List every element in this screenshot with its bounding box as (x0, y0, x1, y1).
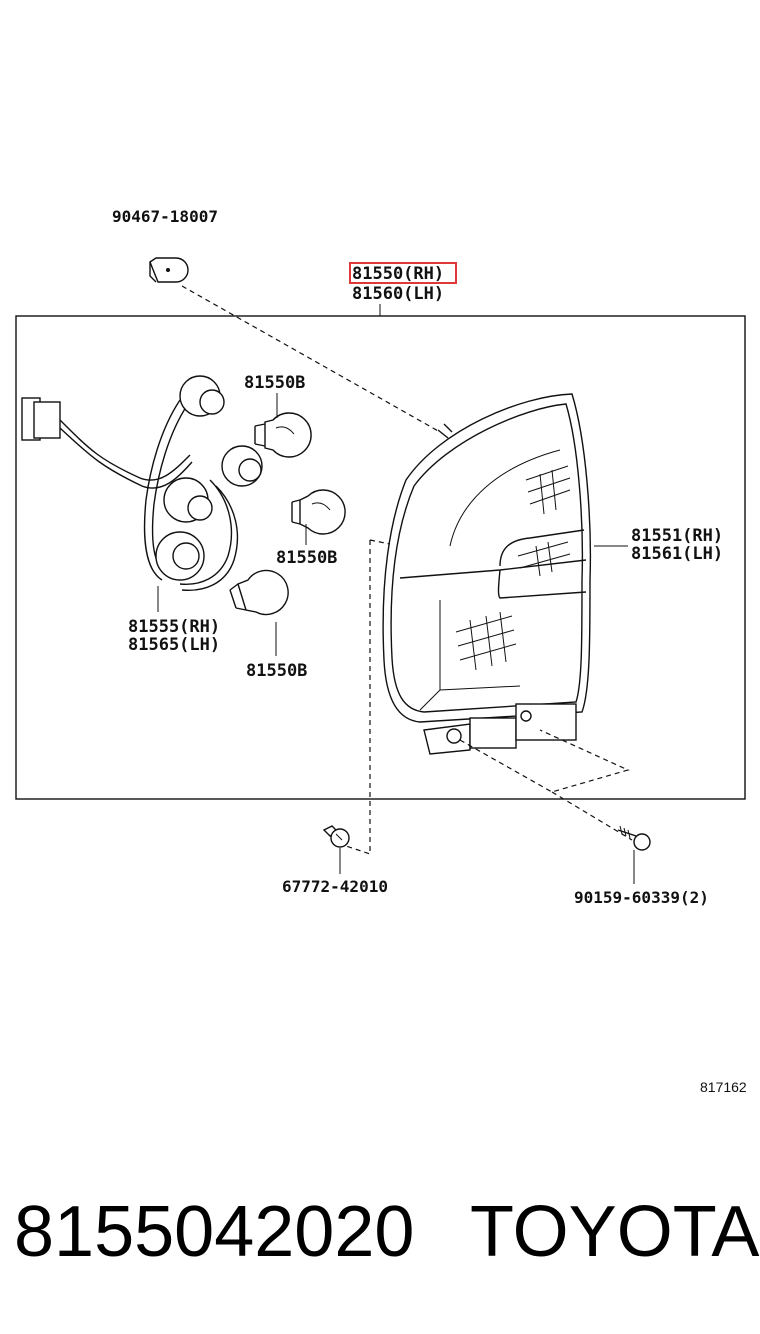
diagram-ref: 817162 (700, 1079, 747, 1095)
label-lens-lh: 81561(LH) (631, 544, 723, 564)
bulb-icon (291, 489, 346, 535)
label-screw: 90159-60339(2) (574, 888, 709, 907)
label-clip: 90467-18007 (112, 207, 218, 226)
screw-icon (617, 825, 651, 851)
clip-icon (149, 257, 189, 283)
label-socket-lh: 81565(LH) (128, 635, 220, 655)
footer-part-number: 8155042020 (14, 1192, 414, 1272)
label-assy-lh: 81560(LH) (352, 284, 444, 304)
label-assy-rh: 81550(RH) (352, 264, 444, 284)
footer-brand: TOYOTA (470, 1192, 759, 1272)
label-bulb-c: 81550B (246, 661, 307, 681)
highlight-box (349, 262, 457, 284)
lamp-housing (382, 393, 592, 755)
nut-dashed-leader (345, 539, 391, 855)
bulb-icon (229, 569, 289, 616)
label-socket-rh: 81555(RH) (128, 617, 220, 637)
bulb-icon (254, 412, 312, 458)
label-bulb-a: 81550B (244, 373, 305, 393)
clip-dashed-leader (181, 285, 441, 433)
label-lens-rh: 81551(RH) (631, 526, 723, 546)
label-bulb-b: 81550B (276, 548, 337, 568)
screw-dashed-leader (459, 729, 633, 841)
label-nut: 67772-42010 (282, 877, 388, 896)
nut-icon (322, 825, 350, 848)
socket-harness (21, 375, 263, 591)
